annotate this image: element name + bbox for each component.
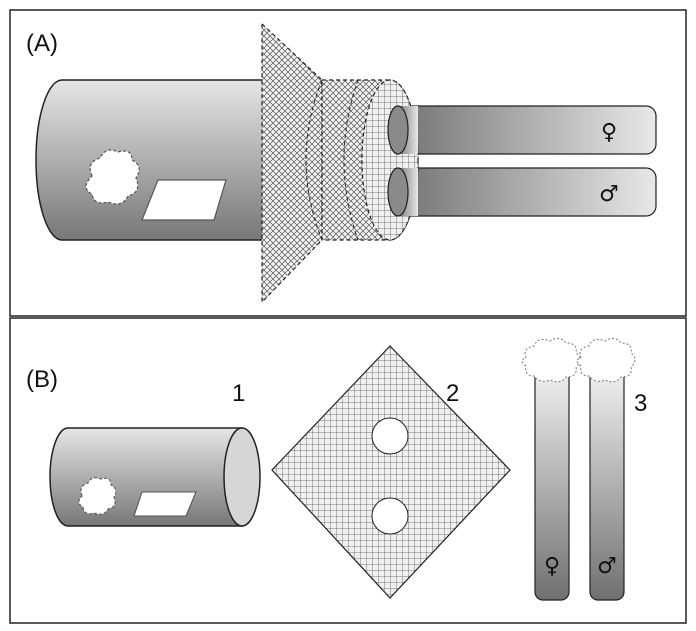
panel-a-label: (A) <box>26 30 58 57</box>
cloud-plug-male <box>576 337 636 383</box>
panel-b-frame <box>9 317 687 624</box>
female-tube-part-3 <box>521 337 581 601</box>
male-tube-part-3 <box>576 337 636 601</box>
part-2-label: 2 <box>446 380 460 407</box>
cylinder-part-1 <box>49 427 261 527</box>
cloud-shape-a <box>85 149 140 205</box>
part-1-label: 1 <box>232 380 246 407</box>
panel-a-frame <box>9 9 687 317</box>
mesh-diamond-part-2 <box>271 345 511 599</box>
mesh-hole-bottom <box>371 497 409 535</box>
female-symbol-b: ♀ <box>544 554 560 579</box>
part-3-label: 3 <box>634 390 648 417</box>
label-rect-b <box>133 491 197 517</box>
mesh-hole-top <box>371 417 409 455</box>
male-symbol-a: ♂ <box>599 182 619 207</box>
label-rect-a <box>141 179 227 221</box>
cloud-plug-female <box>521 337 581 383</box>
male-symbol-b: ♂ <box>597 554 617 579</box>
tube-fronts-a <box>387 105 418 217</box>
cloud-shape-b <box>78 477 117 515</box>
main-cylinder-a <box>35 79 301 241</box>
panel-b-label: (B) <box>26 366 58 393</box>
female-symbol-a: ♀ <box>601 120 617 145</box>
mesh-funnel-a <box>261 22 419 304</box>
